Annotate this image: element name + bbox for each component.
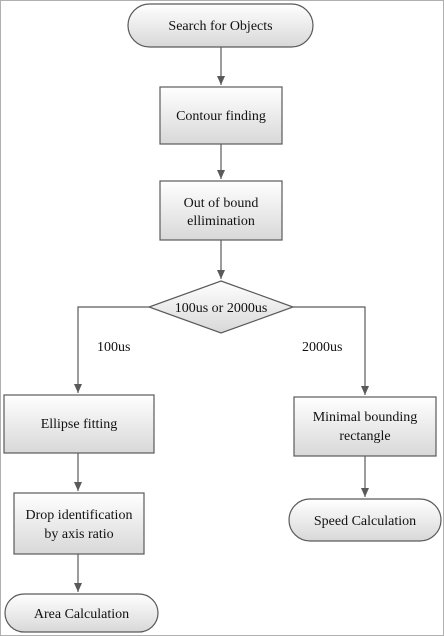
node-decision-label: 100us or 2000us (175, 301, 268, 316)
node-bound-label-line1: Out of bound (184, 196, 259, 211)
edge-decision-to-rect (293, 306, 369, 395)
node-ellipse-label: Ellipse fitting (41, 417, 118, 432)
node-decision: 100us or 2000us (147, 280, 295, 334)
node-contour-label: Contour finding (176, 109, 266, 124)
node-ellipse-fitting: Ellipse fitting (3, 394, 155, 454)
connectors (74, 47, 369, 592)
node-search-label: Search for Objects (168, 19, 272, 34)
node-out-of-bound: Out of bound ellimination (159, 180, 283, 241)
node-rect-label-line1: Minimal bounding (313, 410, 418, 425)
edge-label-100us: 100us (97, 340, 130, 355)
node-rect-label-line2: rectangle (339, 429, 390, 444)
node-drop-label-line1: Drop identification (26, 508, 133, 523)
node-contour-finding: Contour finding (159, 86, 283, 145)
edge-decision-to-ellipse (74, 306, 149, 393)
node-drop-identification: Drop identification by axis ratio (13, 492, 145, 555)
node-minimal-bounding-rectangle: Minimal bounding rectangle (293, 396, 437, 457)
edge-label-2000us: 2000us (302, 340, 342, 355)
node-area-label: Area Calculation (34, 607, 129, 622)
node-bound-label-line2: ellimination (187, 214, 255, 229)
node-drop-label-line2: by axis ratio (44, 527, 113, 542)
node-search-for-objects: Search for Objects (127, 3, 314, 48)
node-area-calculation: Area Calculation (4, 593, 159, 633)
node-speed-calculation: Speed Calculation (288, 498, 442, 542)
node-speed-label: Speed Calculation (314, 514, 416, 529)
